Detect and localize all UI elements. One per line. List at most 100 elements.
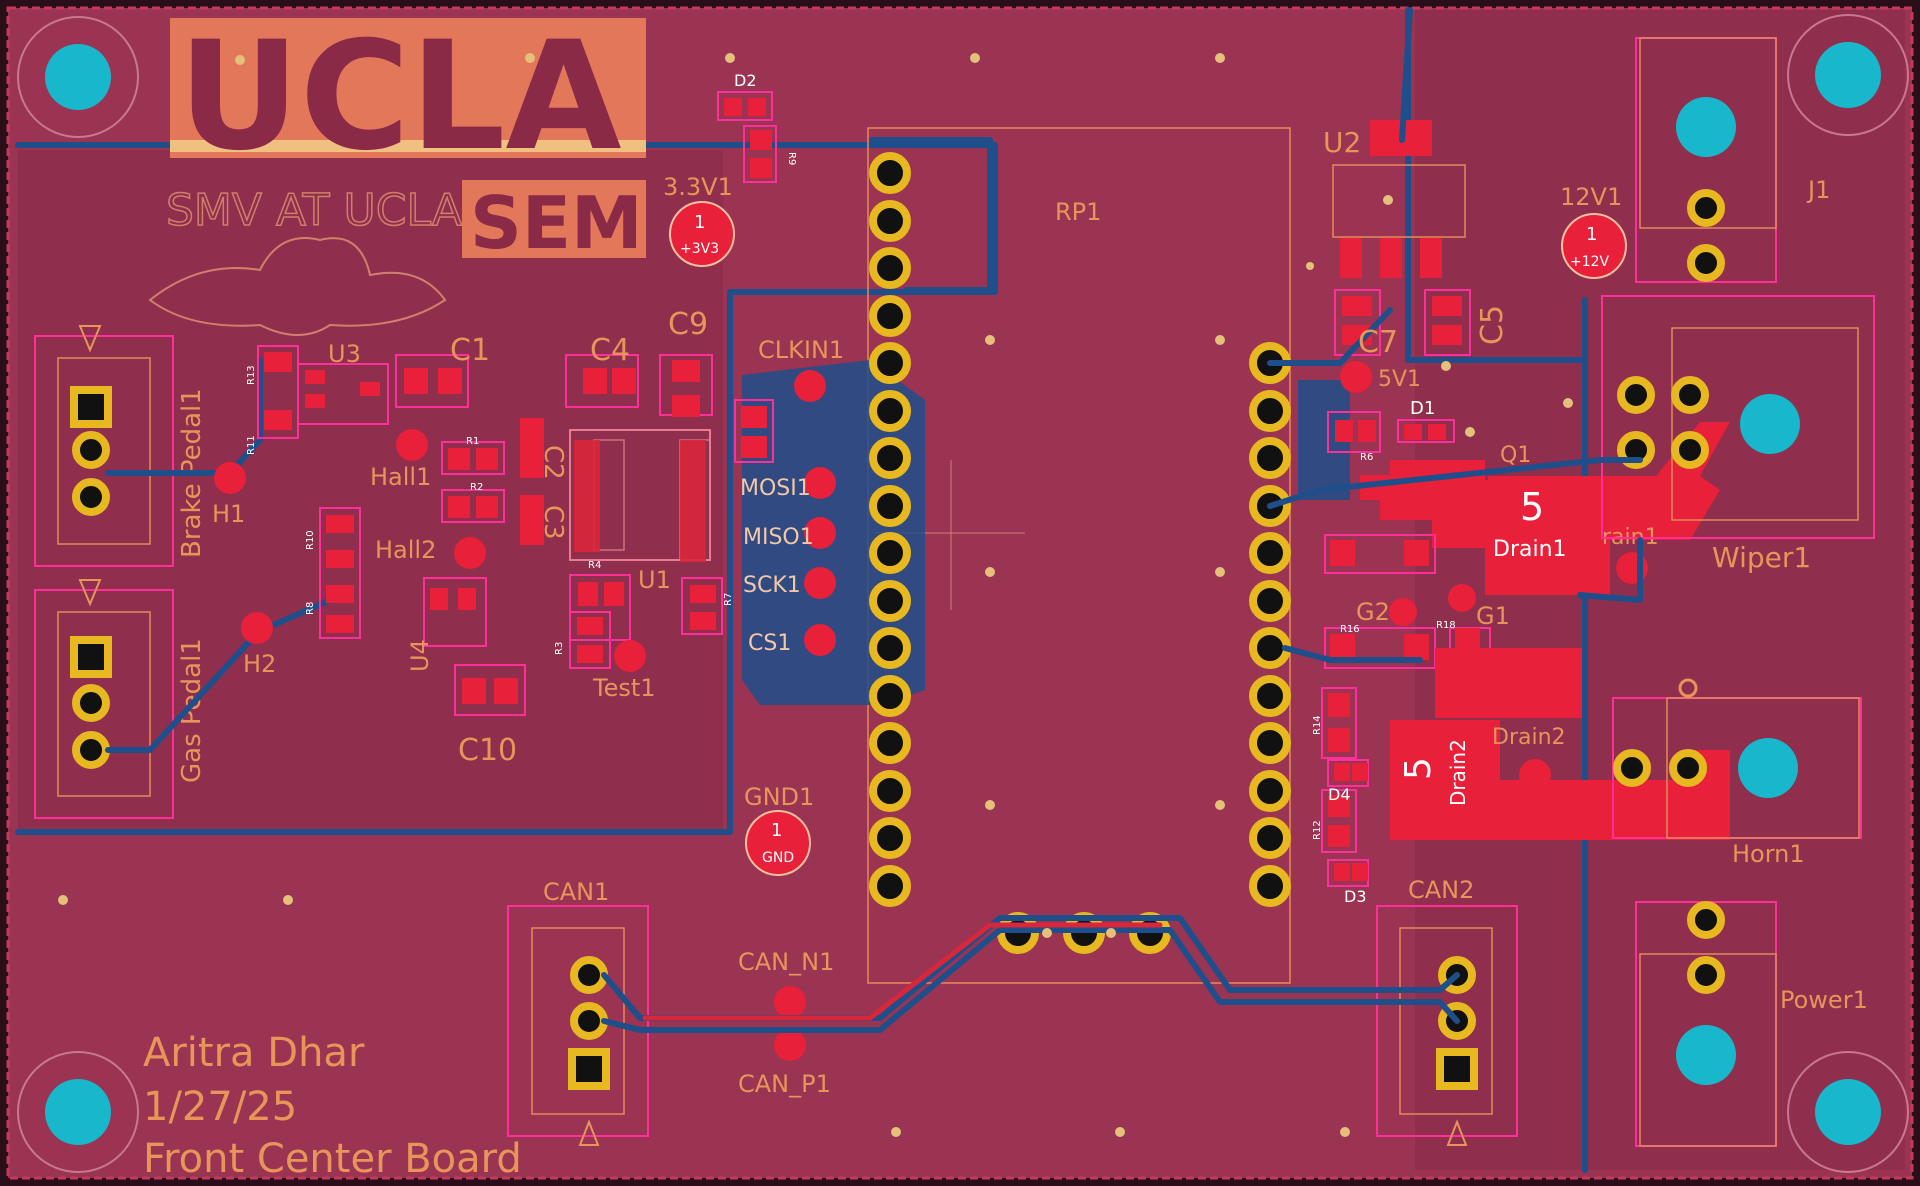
hall1-label: Hall1 <box>370 463 431 491</box>
r1-label: R1 <box>466 436 479 447</box>
power1-label: Power1 <box>1780 986 1868 1014</box>
u4-label: U4 <box>406 639 434 672</box>
trace-u2-top <box>1399 7 1413 143</box>
r2-label: R2 <box>470 482 483 493</box>
r7-label: R7 <box>723 593 734 606</box>
r12-label: R12 <box>1312 820 1323 840</box>
c1-label: C1 <box>450 333 490 368</box>
date-text: 1/27/25 <box>143 1084 297 1130</box>
copper-pour-left <box>18 150 723 832</box>
q1-area[interactable] <box>1321 411 1730 887</box>
r18-label: R18 <box>1436 620 1456 631</box>
resistor-labels: R1 R2 R3 R4 R6 R7 R8 R9 R10 R11 R12 R13 … <box>246 152 1456 840</box>
pad-5-a: 5 <box>1520 485 1544 529</box>
mounting-hole-tr <box>1787 14 1909 136</box>
r14-label: R14 <box>1312 715 1323 735</box>
d2-led <box>717 91 777 183</box>
copper-zone-5v <box>1298 380 1350 500</box>
d2-label: D2 <box>734 71 757 90</box>
mounting-hole-tl <box>17 16 139 138</box>
wiper1-relay[interactable]: Wiper1 <box>1601 295 1875 574</box>
rp1-label: RP1 <box>1055 198 1101 226</box>
test-points <box>214 361 1372 1061</box>
c2-label: C2 <box>538 445 568 480</box>
tp-gnd-pin: 1 <box>771 820 782 841</box>
c3-label: C3 <box>538 505 568 540</box>
can2-label: CAN2 <box>1408 876 1474 904</box>
author-text: Aritra Dhar <box>143 1030 365 1076</box>
trace-q1-gate <box>1267 457 1643 509</box>
d1-label: D1 <box>1410 398 1435 419</box>
pad-5-b: 5 <box>1398 757 1439 780</box>
u1-ic[interactable] <box>569 429 711 562</box>
power1-connector[interactable]: Power1 <box>1635 901 1868 1147</box>
d4-label: D4 <box>1328 785 1351 804</box>
drain2-label: Drain2 <box>1492 725 1566 750</box>
smd-parts-left <box>257 345 774 716</box>
clkin1-label: CLKIN1 <box>758 336 844 364</box>
trace-can-l <box>601 927 1460 1033</box>
mosi1-label: MOSI1 <box>740 476 811 501</box>
hall2-label: Hall2 <box>375 536 436 564</box>
tp-3v3[interactable]: 1 +3V3 <box>669 201 735 267</box>
tp-12v-pin: 1 <box>1586 224 1597 245</box>
c10-label: C10 <box>458 733 517 768</box>
u2-label: U2 <box>1323 126 1361 159</box>
cs1-label: CS1 <box>748 631 791 656</box>
j1-connector[interactable]: J1 <box>1635 37 1830 283</box>
miso1-label: MISO1 <box>743 525 814 550</box>
r13-label: R13 <box>246 365 257 385</box>
j1-label: J1 <box>1806 176 1830 204</box>
can-p1-label: CAN_P1 <box>738 1070 831 1098</box>
sck1-label: SCK1 <box>743 573 801 598</box>
drain1-pad-label: Drain1 <box>1493 537 1567 562</box>
r4-label: R4 <box>588 560 601 571</box>
horn1-label: Horn1 <box>1732 840 1805 868</box>
logo-ucla-text: UCLA <box>178 10 622 184</box>
gnd1-label: GND1 <box>744 783 814 811</box>
r9-label: R9 <box>786 152 797 165</box>
tp-3v3-label: 3.3V1 <box>663 173 733 201</box>
c7-label: C7 <box>1358 325 1398 360</box>
r6-label: R6 <box>1360 452 1373 463</box>
ucla-logo: UCLA SEM SMV AT UCLA <box>148 10 646 336</box>
bruin-bear-logo <box>148 237 447 336</box>
trace-can-inner <box>642 922 1163 1021</box>
tp-gnd[interactable]: 1 GND <box>745 810 811 876</box>
tp-12v[interactable]: 1 +12V <box>1561 213 1627 279</box>
logo-sem-text: SEM <box>470 181 643 265</box>
trace-5v <box>1267 307 1393 366</box>
gas-pedal-connector[interactable]: Gas Pedal1 <box>34 579 207 819</box>
trace-g2 <box>1282 645 1423 663</box>
c9-label: C9 <box>668 307 708 342</box>
c4-label: C4 <box>590 333 630 368</box>
drain2-pad-label: Drain2 <box>1446 739 1470 806</box>
horn1-relay[interactable]: Horn1 <box>1612 678 1862 868</box>
tp-5v-label: 5V1 <box>1378 367 1421 392</box>
h2-label: H2 <box>243 650 276 678</box>
mounting-hole-bl <box>17 1051 139 1173</box>
can-n1-label: CAN_N1 <box>738 948 834 976</box>
gas-pedal-label: Gas Pedal1 <box>177 638 207 783</box>
logo-smv-text: SMV AT UCLA <box>166 185 462 236</box>
rp1-left-header <box>869 152 911 907</box>
d3-label: D3 <box>1344 887 1367 906</box>
r11-label: R11 <box>246 435 257 455</box>
board-title: Front Center Board <box>143 1136 522 1182</box>
u3-label: U3 <box>328 340 361 368</box>
trace-drain1 <box>1577 537 1643 603</box>
trace-gas <box>105 597 333 753</box>
u1-label: U1 <box>638 566 671 594</box>
r8-label: R8 <box>305 602 316 615</box>
pour-boundary-left <box>15 142 998 835</box>
trace-top-loop <box>869 137 993 293</box>
u2-regulator[interactable] <box>1332 120 1471 356</box>
mounting-hole-br <box>1787 1051 1909 1173</box>
rp1-right-header <box>1249 342 1291 907</box>
g2-label: G2 <box>1356 598 1390 626</box>
wiper1-label: Wiper1 <box>1712 541 1811 574</box>
tp-3v3-pin: 1 <box>694 212 705 233</box>
r3-label: R3 <box>554 642 565 655</box>
c5-label: C5 <box>1475 305 1510 345</box>
